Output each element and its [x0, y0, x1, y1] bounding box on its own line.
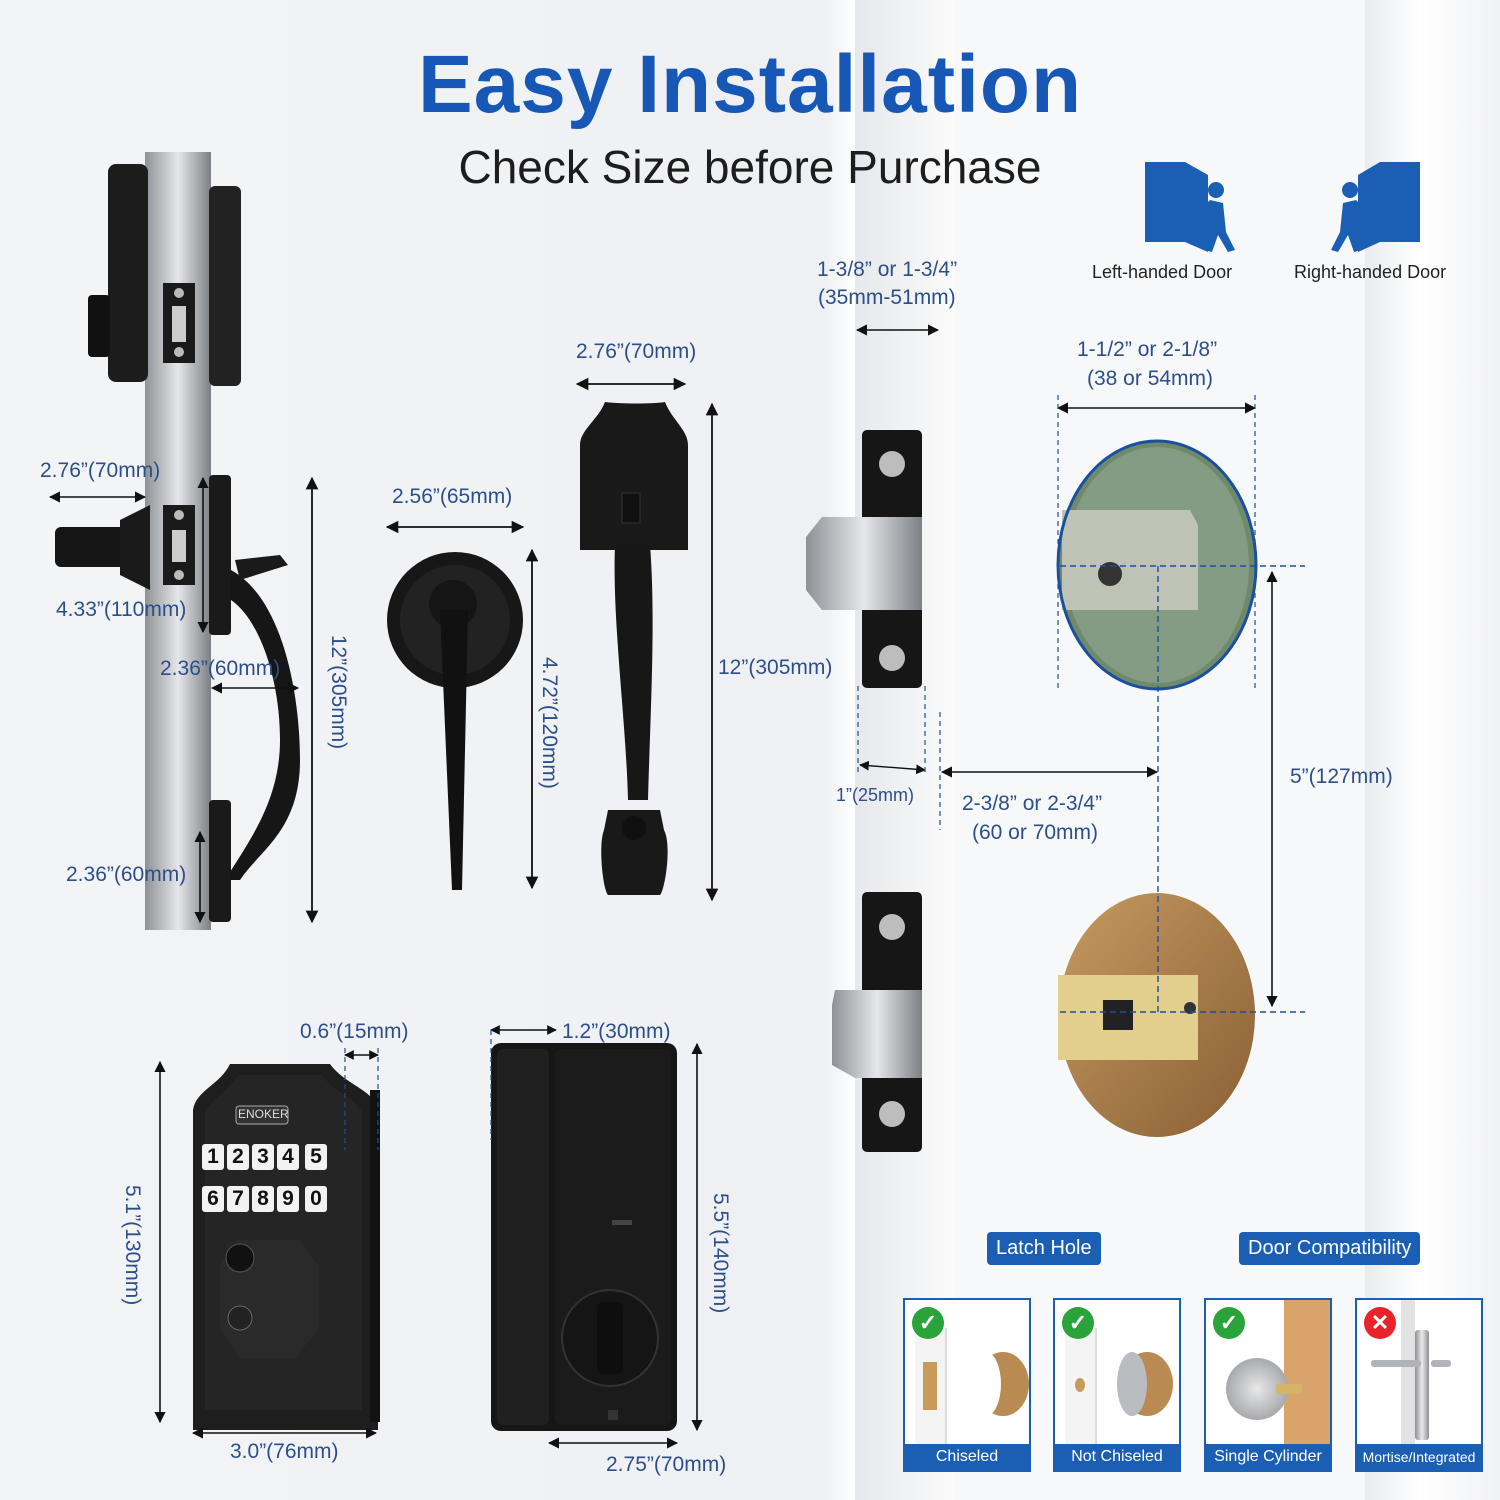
card-single-cylinder: ✓ Single Cylinder [1204, 1298, 1332, 1472]
dim-interior-depth: 1.2”(30mm) [562, 1020, 671, 1043]
dim-keypad-depth: 0.6”(15mm) [300, 1020, 409, 1043]
card-label-chiseled: Chiseled [905, 1444, 1029, 1470]
page-subtitle: Check Size before Purchase [458, 141, 1042, 193]
door-compatibility-tag: Door Compatibility [1239, 1232, 1421, 1265]
keypad-key[interactable]: 7 [227, 1186, 249, 1212]
card-chiseled: ✓ Chiseled [903, 1298, 1031, 1472]
keypad-key[interactable]: 1 [202, 1144, 224, 1170]
dim-backset: 2-3/8” or 2-3/4” [962, 792, 1103, 815]
dim-thumb-lever-height: 4.72”(120mm) [538, 657, 561, 789]
keypad-key[interactable]: 5 [305, 1144, 327, 1170]
dim-backset-mm: (60 or 70mm) [972, 821, 1099, 844]
dim-thumb-lever-width: 2.56”(65mm) [392, 485, 513, 508]
dim-interior-height: 5.5”(140mm) [709, 1193, 732, 1314]
check-icon: ✓ [1213, 1307, 1245, 1339]
keypad-key[interactable]: 2 [227, 1144, 249, 1170]
dim-door-thickness-mm: (35mm-51mm) [818, 286, 956, 309]
check-icon: ✓ [912, 1307, 944, 1339]
card-label-mortise-integrated: Mortise/Integrated [1357, 1444, 1481, 1470]
left-handed-door-label: Left-handed Door [1092, 262, 1233, 282]
cross-icon: ✕ [1364, 1307, 1396, 1339]
dim-handle-bottom: 2.36”(60mm) [66, 863, 187, 886]
dim-lever-projection: 2.76”(70mm) [40, 459, 161, 482]
upper-bore-hole [1056, 439, 1258, 691]
keypad-key[interactable]: 8 [252, 1186, 274, 1212]
dim-exterior-height: 12”(305mm) [718, 656, 833, 679]
keypad-key[interactable]: 4 [277, 1144, 299, 1170]
dim-handle-gap: 2.36”(60mm) [160, 657, 281, 680]
dim-bore-hole: 1-1/2” or 2-1/8” [1077, 338, 1218, 361]
keypad-key[interactable]: 0 [305, 1186, 327, 1212]
left-handed-door-icon [1145, 162, 1235, 252]
keypad-key[interactable]: 3 [252, 1144, 274, 1170]
latch-hole-tag: Latch Hole [987, 1232, 1101, 1265]
interior-lever [387, 552, 523, 890]
dim-keypad-width: 3.0”(76mm) [230, 1440, 339, 1463]
dim-lever-rose: 4.33”(110mm) [56, 598, 187, 621]
dim-door-thickness: 1-3/8” or 1-3/4” [817, 258, 958, 281]
right-handed-door-icon [1331, 162, 1420, 252]
keypad-key[interactable]: 9 [277, 1186, 299, 1212]
lower-bore-hole [1058, 893, 1255, 1137]
dim-latch-face: 1”(25mm) [836, 785, 915, 805]
keypad-key[interactable]: 6 [202, 1186, 224, 1212]
dim-interior-width: 2.75”(70mm) [606, 1453, 727, 1476]
dim-hole-spacing: 5”(127mm) [1290, 765, 1393, 788]
card-not-chiseled: ✓ Not Chiseled [1053, 1298, 1181, 1472]
page-title: Easy Installation [417, 39, 1083, 130]
dim-handleset-height: 12”(305mm) [327, 634, 350, 750]
card-label-single-cylinder: Single Cylinder [1206, 1444, 1330, 1470]
latch-faceplate [806, 430, 922, 688]
handleset-side-view [55, 152, 300, 930]
check-icon: ✓ [1062, 1307, 1094, 1339]
card-mortise-integrated: ✕ Mortise/Integrated [1355, 1298, 1483, 1472]
exterior-handle-front [580, 402, 688, 895]
dim-keypad-height: 5.1”(130mm) [121, 1185, 144, 1306]
dim-bore-hole-mm: (38 or 54mm) [1087, 367, 1214, 390]
dim-exterior-top-width: 2.76”(70mm) [576, 340, 697, 363]
door-edge [855, 0, 955, 1500]
right-handed-door-label: Right-handed Door [1294, 262, 1447, 282]
card-label-not-chiseled: Not Chiseled [1055, 1444, 1179, 1470]
keypad-brand: ENOKER [238, 1107, 289, 1121]
interior-unit [491, 1043, 677, 1431]
deadbolt-faceplate [832, 892, 922, 1152]
